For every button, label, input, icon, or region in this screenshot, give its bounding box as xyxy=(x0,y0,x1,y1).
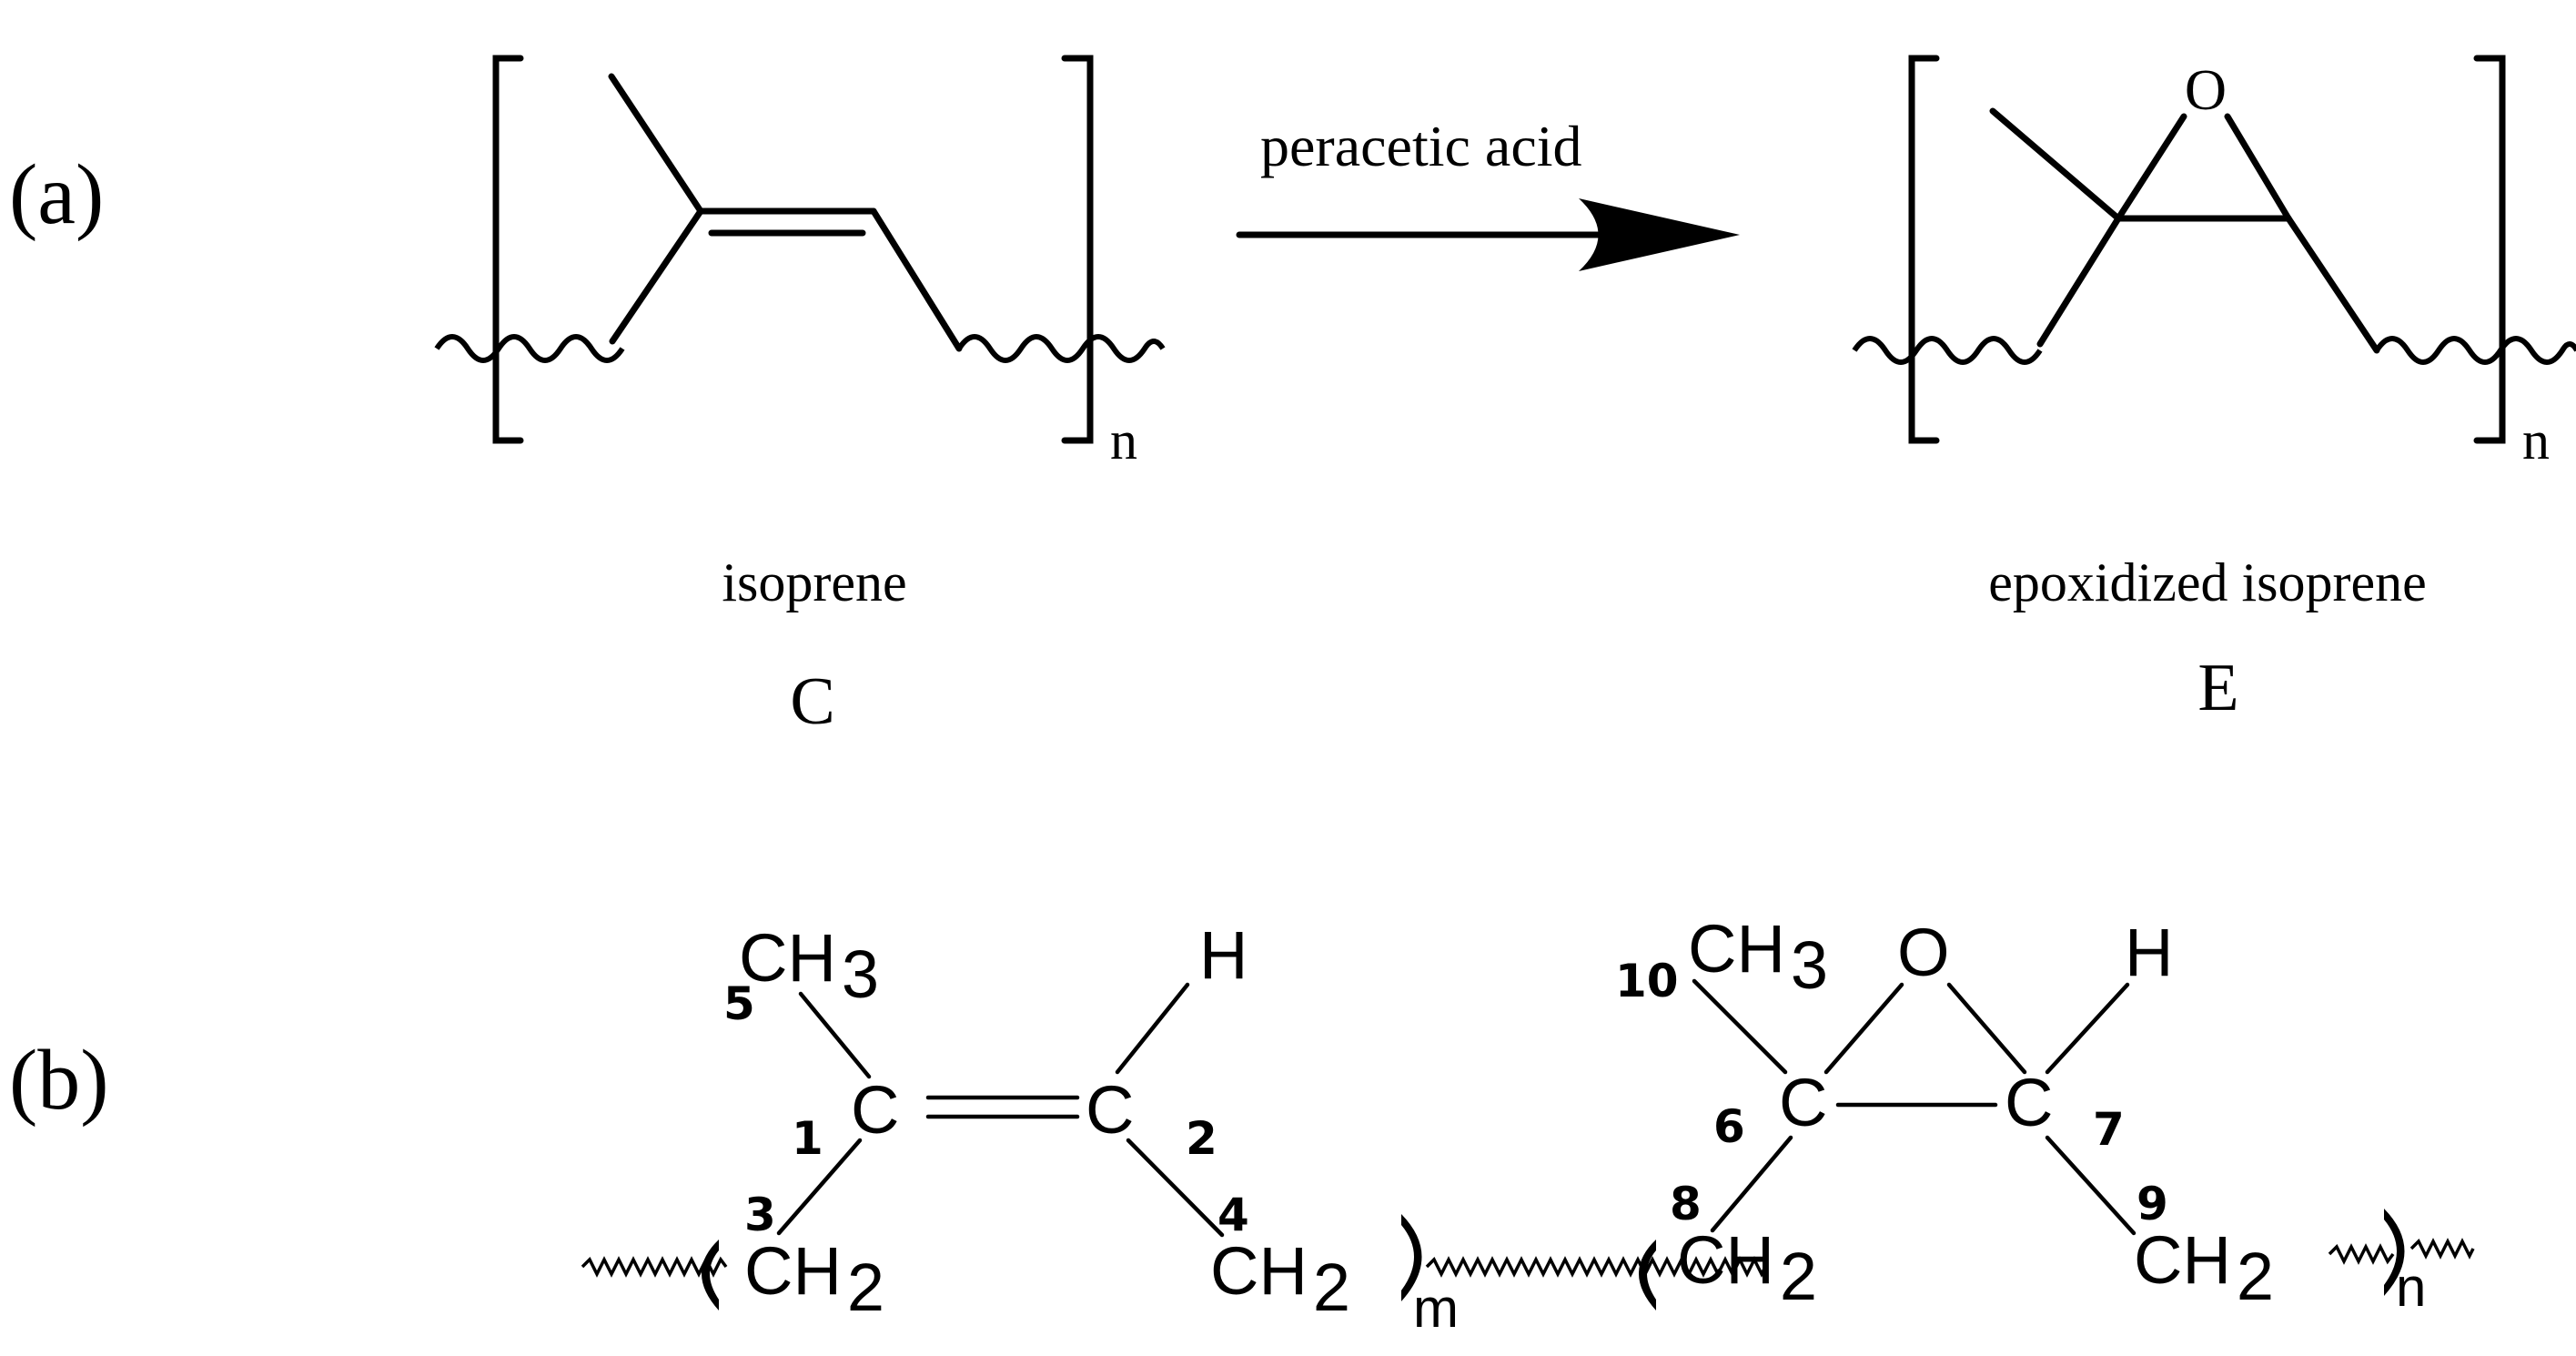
open-paren-left xyxy=(702,1240,719,1310)
c7-ch2-bond xyxy=(2045,1135,2137,1236)
product-name: epoxidized isoprene xyxy=(1988,552,2427,612)
carbon-2: C xyxy=(1086,1072,1134,1148)
wavy-linker xyxy=(1425,1256,1767,1278)
reaction-arrow: peracetic acid xyxy=(1236,114,1740,271)
chain-bond-right xyxy=(870,207,963,352)
panel-a-label: (a) xyxy=(9,147,104,242)
carbon-number-5: 5 xyxy=(723,977,755,1030)
wavy-chain-end-right xyxy=(2374,336,2576,365)
reagent-label: peracetic acid xyxy=(1260,114,1582,178)
repeat-subscript-m: m xyxy=(1413,1278,1459,1339)
epoxidized-isoprene-structure: O n xyxy=(1852,55,2576,471)
ch2-left: CH2 xyxy=(1677,1222,1817,1314)
carbon-number-8: 8 xyxy=(1670,1178,1702,1230)
methyl-bond xyxy=(1692,978,1788,1075)
carbon-number-1: 1 xyxy=(792,1112,823,1165)
carbon-number-6: 6 xyxy=(1713,1100,1745,1153)
wavy-chain-segment xyxy=(2328,1243,2395,1265)
epoxide-co-bond-right xyxy=(1946,982,2027,1075)
chain-bond-left xyxy=(2036,215,2122,348)
product-code: E xyxy=(2197,651,2238,725)
repeat-subscript-n: n xyxy=(2522,410,2550,471)
left-bracket xyxy=(492,55,524,444)
repeat-subscript-n: n xyxy=(2396,1257,2426,1318)
epoxide-oxygen: O xyxy=(2185,57,2227,122)
carbon-number-10: 10 xyxy=(1615,955,1679,1007)
carbon-6: C xyxy=(1779,1065,1827,1140)
wavy-chain-end-right xyxy=(2409,1238,2475,1260)
methyl-bond xyxy=(798,991,872,1079)
carbon-number-4: 4 xyxy=(1217,1189,1249,1241)
ch2-right: CH2 xyxy=(1210,1233,1350,1325)
carbon-number-2: 2 xyxy=(1186,1112,1217,1165)
c1-ch2-bond xyxy=(776,1138,863,1236)
epoxide-co-bond-left xyxy=(2115,113,2187,222)
repeat-subscript-n: n xyxy=(1110,410,1137,471)
ch2-right: CH2 xyxy=(2134,1222,2274,1314)
panel-b-label: (b) xyxy=(9,1033,109,1128)
reactant-name: isoprene xyxy=(722,552,906,612)
c6-ch2-bond xyxy=(1710,1135,1793,1233)
carbon-number-7: 7 xyxy=(2093,1103,2125,1156)
hydrogen-atom: H xyxy=(2125,915,2173,990)
panel-b: (b) CH3 5 C 1 C 2 H CH2 3 CH2 4 m xyxy=(9,911,2475,1339)
close-paren-n xyxy=(2384,1209,2405,1296)
epoxide-co-bond-left xyxy=(1823,982,1904,1075)
isoprene-structure: n xyxy=(434,55,1166,471)
chain-bond-right xyxy=(2285,215,2380,354)
left-bracket xyxy=(1908,55,1940,444)
methyl-group: CH3 xyxy=(739,920,879,1012)
carbon-1: C xyxy=(851,1072,899,1148)
carbon-number-3: 3 xyxy=(744,1189,776,1241)
wavy-chain-end-left xyxy=(1852,336,2043,365)
carbon-7: C xyxy=(2005,1065,2053,1140)
right-bracket xyxy=(2473,55,2506,444)
hydrogen-atom: H xyxy=(1199,917,1248,993)
ch-bond xyxy=(1115,982,1190,1075)
epoxide-co-bond-right xyxy=(2224,113,2292,222)
methyl-bond xyxy=(1989,107,2122,222)
right-bracket xyxy=(1061,55,1094,444)
epoxide-oxygen: O xyxy=(1897,915,1950,990)
isoprene-unit: CH3 5 C 1 C 2 H CH2 3 CH2 4 m xyxy=(581,917,1767,1339)
open-paren-right-unit xyxy=(1639,1240,1656,1310)
reactant-code: C xyxy=(790,664,834,739)
methyl-bond xyxy=(608,73,704,215)
ch-bond xyxy=(2045,982,2130,1075)
chain-bond-left xyxy=(609,207,704,345)
panel-a: (a) n peracetic acid xyxy=(9,55,2576,739)
methyl-group: CH3 xyxy=(1688,911,1828,1003)
close-paren-m xyxy=(1401,1214,1422,1301)
epoxide-unit: CH3 10 O H C 6 C 7 CH2 8 CH2 9 n xyxy=(1615,911,2475,1318)
carbon-number-9: 9 xyxy=(2137,1178,2168,1230)
c2-ch2-bond xyxy=(1126,1138,1225,1238)
wavy-chain-end-right xyxy=(956,334,1166,363)
arrow-head-icon xyxy=(1579,198,1740,271)
wavy-chain-end-left xyxy=(434,334,625,363)
ch2-left: CH2 xyxy=(744,1233,884,1325)
